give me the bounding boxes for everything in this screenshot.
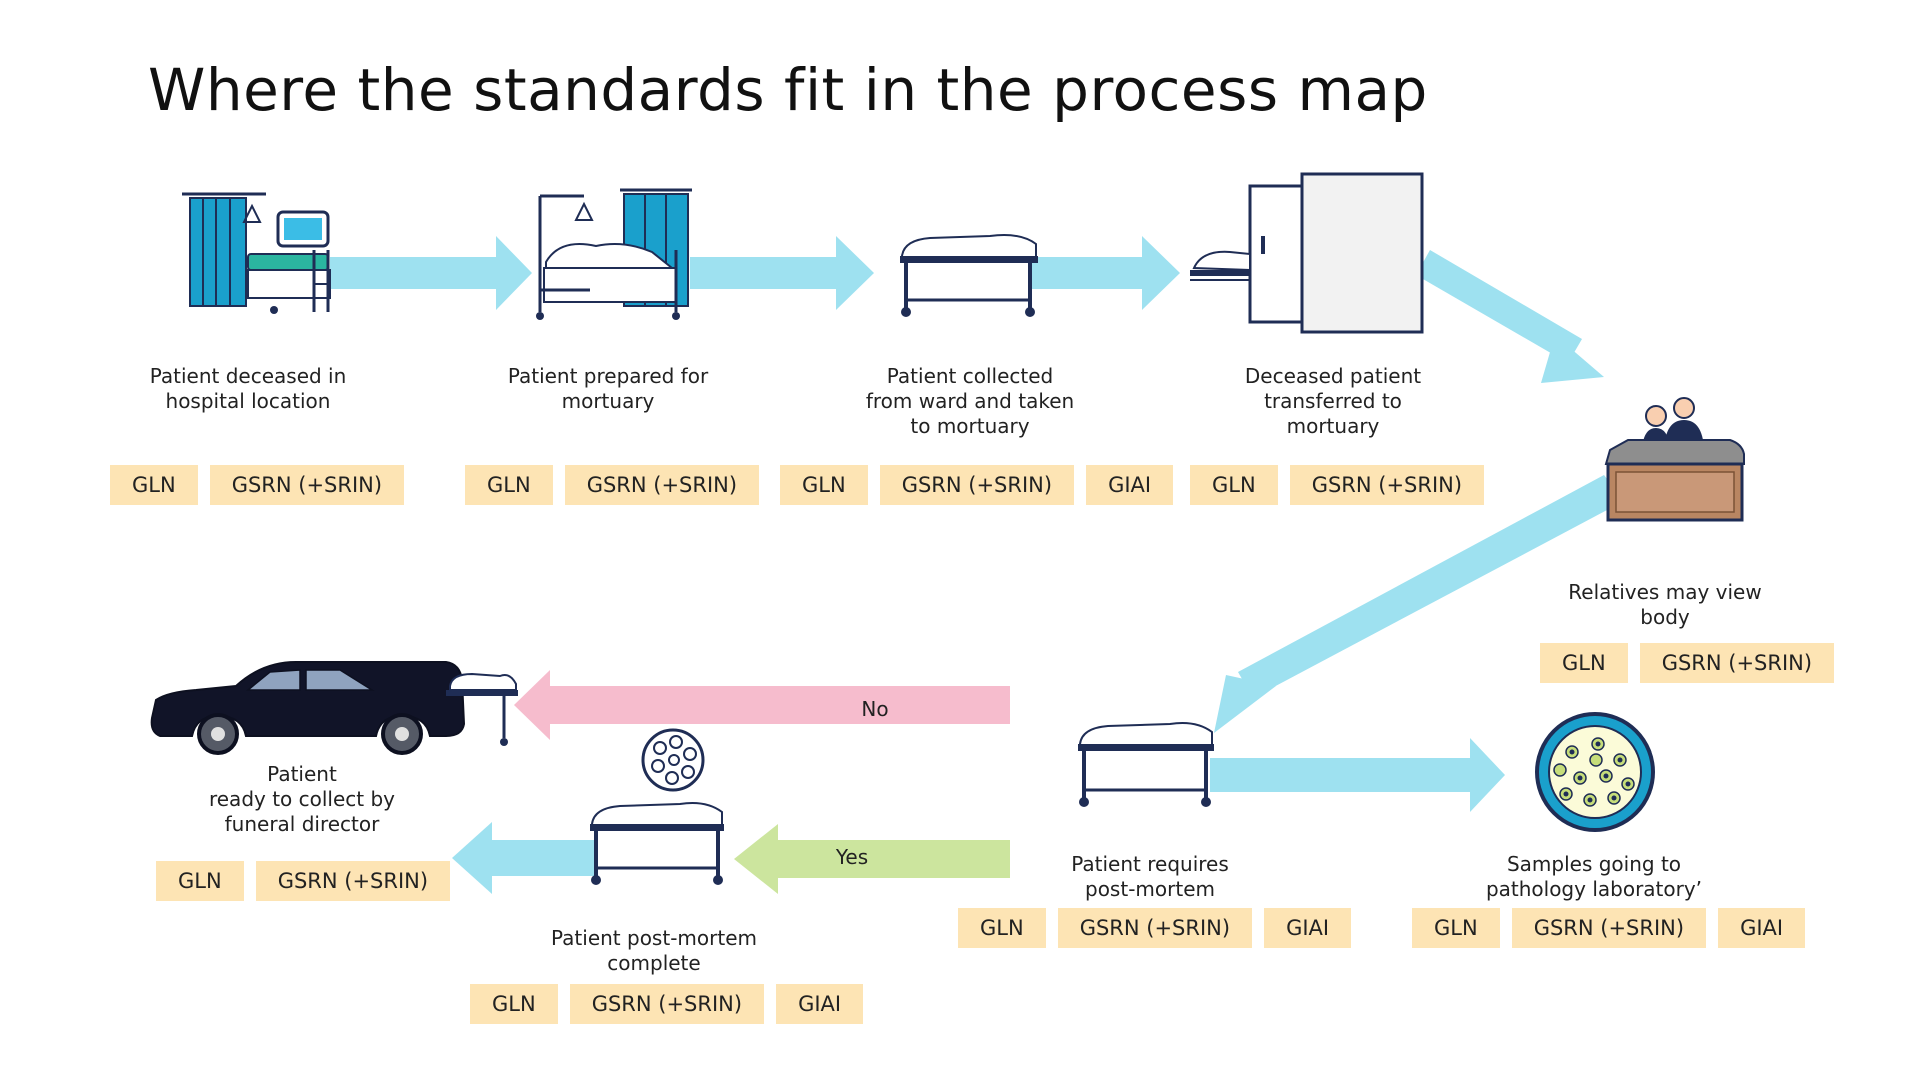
hospital-bed-icon (182, 192, 331, 314)
no-arrow: No (514, 670, 1010, 740)
standards-transferred: GLN GSRN (+SRIN) (1190, 465, 1485, 505)
badge-gsrn: GSRN (+SRIN) (1289, 465, 1485, 505)
page-title: Where the standards fit in the process m… (148, 56, 1428, 124)
standards-prepared: GLN GSRN (+SRIN) (465, 465, 760, 505)
badge-gsrn: GSRN (+SRIN) (1057, 908, 1253, 948)
standards-requires-pm: GLN GSRN (+SRIN) GIAI (958, 908, 1352, 948)
badge-gsrn: GSRN (+SRIN) (564, 465, 760, 505)
flow-arrow-5 (1214, 475, 1624, 733)
standards-samples: GLN GSRN (+SRIN) GIAI (1412, 908, 1806, 948)
flow-arrow-6 (1210, 738, 1505, 812)
standards-pm-complete: GLN GSRN (+SRIN) GIAI (470, 984, 864, 1024)
badge-gsrn: GSRN (+SRIN) (1511, 908, 1707, 948)
badge-gln: GLN (958, 908, 1046, 948)
trolley-icon-2 (1078, 722, 1214, 807)
flow-arrow-4 (1416, 250, 1604, 383)
petri-dish-icon (1535, 712, 1655, 832)
badge-gsrn: GSRN (+SRIN) (209, 465, 405, 505)
step-label-samples: Samples going to pathology laboratory’ (1485, 852, 1703, 901)
standards-collected: GLN GSRN (+SRIN) GIAI (780, 465, 1174, 505)
badge-gln: GLN (780, 465, 868, 505)
badge-gsrn: GSRN (+SRIN) (1639, 643, 1835, 683)
badge-gln: GLN (1540, 643, 1628, 683)
step-label-ready: Patient ready to collect by funeral dire… (208, 762, 396, 836)
surgical-lamp-trolley-icon (590, 728, 724, 885)
badge-gln: GLN (156, 861, 244, 901)
badge-gsrn: GSRN (+SRIN) (879, 465, 1075, 505)
flow-arrow-7 (452, 822, 598, 894)
yes-arrow: Yes (734, 824, 1010, 894)
yes-label: Yes (835, 845, 868, 869)
badge-giai: GIAI (1086, 465, 1174, 505)
viewing-room-icon (1604, 397, 1745, 522)
badge-gln: GLN (1190, 465, 1278, 505)
flow-arrow-2 (690, 236, 874, 310)
badge-giai: GIAI (1264, 908, 1352, 948)
flow-arrow-3 (1030, 236, 1180, 310)
mortuary-fridge-icon (1190, 172, 1424, 334)
badge-giai: GIAI (776, 984, 864, 1024)
badge-giai: GIAI (1718, 908, 1806, 948)
standards-relatives: GLN GSRN (+SRIN) (1540, 643, 1835, 683)
flow-arrow-1 (330, 236, 532, 310)
step-label-deceased: Patient deceased in hospital location (149, 364, 347, 413)
badge-gln: GLN (465, 465, 553, 505)
hearse-icon (150, 661, 518, 755)
step-label-requires-pm: Patient requires post-mortem (1071, 852, 1229, 901)
badge-gsrn: GSRN (+SRIN) (569, 984, 765, 1024)
step-label-pm-complete: Patient post-mortem complete (551, 926, 757, 975)
covered-bed-icon (536, 188, 692, 320)
step-label-relatives: Relatives may view body (1568, 580, 1762, 629)
trolley-icon (900, 234, 1038, 317)
badge-gsrn: GSRN (+SRIN) (255, 861, 451, 901)
standards-deceased: GLN GSRN (+SRIN) (110, 465, 405, 505)
step-label-prepared: Patient prepared for mortuary (507, 364, 709, 413)
no-label: No (861, 697, 888, 721)
standards-ready: GLN GSRN (+SRIN) (156, 861, 451, 901)
step-label-collected: Patient collected from ward and taken to… (865, 364, 1075, 438)
badge-gln: GLN (110, 465, 198, 505)
step-label-transferred: Deceased patient transferred to mortuary (1244, 364, 1422, 438)
badge-gln: GLN (1412, 908, 1500, 948)
badge-gln: GLN (470, 984, 558, 1024)
